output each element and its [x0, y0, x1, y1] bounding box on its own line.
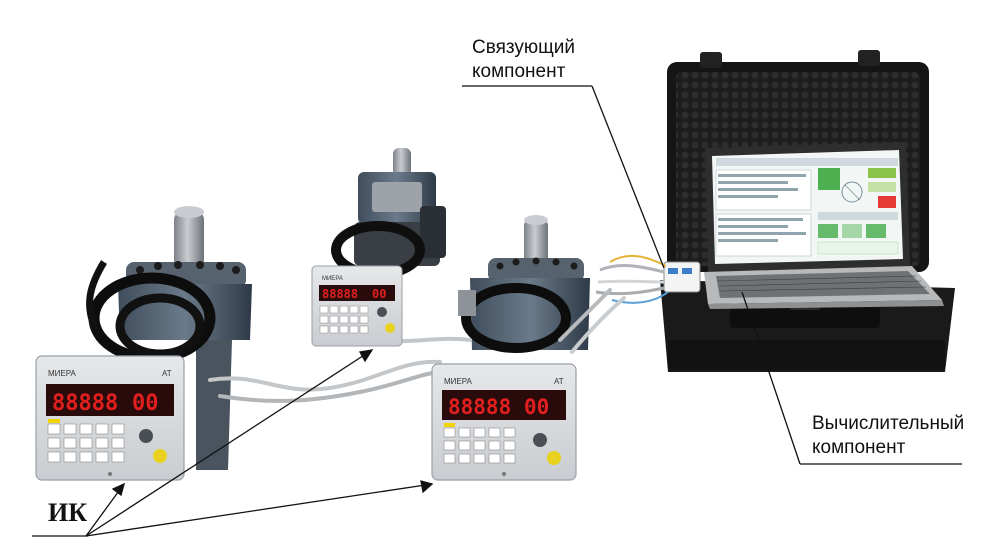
- panel-model: AT: [554, 377, 564, 386]
- panel-display: [319, 285, 395, 301]
- panel-display-end: 00: [372, 287, 386, 301]
- label-connecting-line1: Связующий: [472, 37, 575, 58]
- indicator-panel-middle: МИЕРА 88888 00: [311, 265, 403, 347]
- sensor-right: [458, 215, 590, 353]
- panel-model: AT: [162, 369, 172, 378]
- sensor-middle: [331, 148, 446, 279]
- label-computing-component: Вычислительный компонент: [812, 412, 964, 460]
- panel-display: [46, 384, 174, 416]
- label-computing-line2: компонент: [812, 437, 906, 458]
- laptop-keyboard: [716, 271, 930, 298]
- label-connecting-line2: компонент: [472, 61, 566, 82]
- panel-display: [442, 390, 566, 420]
- laptop: [704, 142, 944, 309]
- panel-brand: МИЕРА: [48, 369, 77, 378]
- label-measuring-channels: ИК: [48, 498, 88, 527]
- panel-brand: МИЕРА: [444, 377, 473, 386]
- panel-display-end: 00: [524, 395, 549, 419]
- callout-lines: [32, 85, 962, 537]
- indicator-panel-left: МИЕРА AT 88888 00: [35, 355, 185, 481]
- indicator-panel-right: МИЕРА AT 88888 00: [431, 363, 577, 481]
- label-computing-line1: Вычислительный: [812, 413, 965, 434]
- label-connecting-component: Связующий компонент: [472, 36, 575, 84]
- panel-display-digits: 88888: [322, 287, 358, 301]
- screen-software: [715, 158, 899, 257]
- interconnect-cables: [208, 288, 626, 403]
- connecting-hub: [595, 254, 701, 304]
- panel-display-digits: 88888: [52, 391, 118, 416]
- sensor-left: [86, 206, 252, 470]
- panel-brand: МИЕРА: [322, 276, 343, 282]
- panel-display-digits: 88888: [448, 395, 511, 419]
- panel-display-end: 00: [132, 391, 159, 416]
